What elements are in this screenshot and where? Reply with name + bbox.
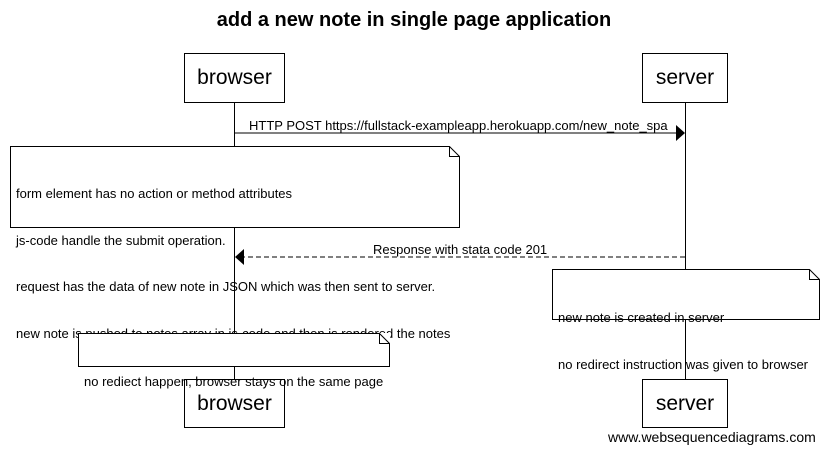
note-shape [78, 333, 390, 367]
note-line: request has the data of new note in JSON… [16, 279, 436, 294]
note-line: no redirect instruction was given to bro… [558, 356, 809, 372]
note-browser-stay: no rediect happen, browser stays on the … [78, 333, 390, 389]
participant-browser-top: browser [184, 53, 285, 103]
browser-lifeline [234, 102, 235, 379]
note-line: js-code handle the submit operation. [16, 232, 226, 248]
post-message-label: HTTP POST https://fullstack-exampleapp.h… [249, 118, 668, 133]
participant-label: server [655, 66, 715, 89]
participant-server-top: server [642, 53, 728, 103]
note-browser-form: form element has no action or method att… [10, 146, 460, 341]
note-server-created: new note is created in server no redirec… [552, 269, 820, 372]
note-line: no rediect happen, browser stays on the … [84, 374, 384, 389]
participant-label: browser [197, 391, 272, 415]
response-message-label: Response with stata code 201 [373, 242, 548, 257]
response-arrowhead [235, 249, 244, 265]
note-line: form element has no action or method att… [16, 186, 293, 201]
participant-label: server [655, 391, 715, 415]
participant-browser-bottom: browser [184, 379, 285, 428]
note-shape [10, 146, 460, 228]
server-lifeline [685, 102, 686, 379]
diagram-title: add a new note in single page applicatio… [216, 9, 612, 31]
watermark-link[interactable]: www.websequencediagrams.com [608, 429, 816, 445]
post-arrowhead [676, 125, 685, 141]
participant-server-bottom: server [642, 379, 728, 428]
note-line: new note is created in server [558, 310, 725, 325]
note-shape [552, 269, 820, 320]
participant-label: browser [197, 66, 272, 89]
